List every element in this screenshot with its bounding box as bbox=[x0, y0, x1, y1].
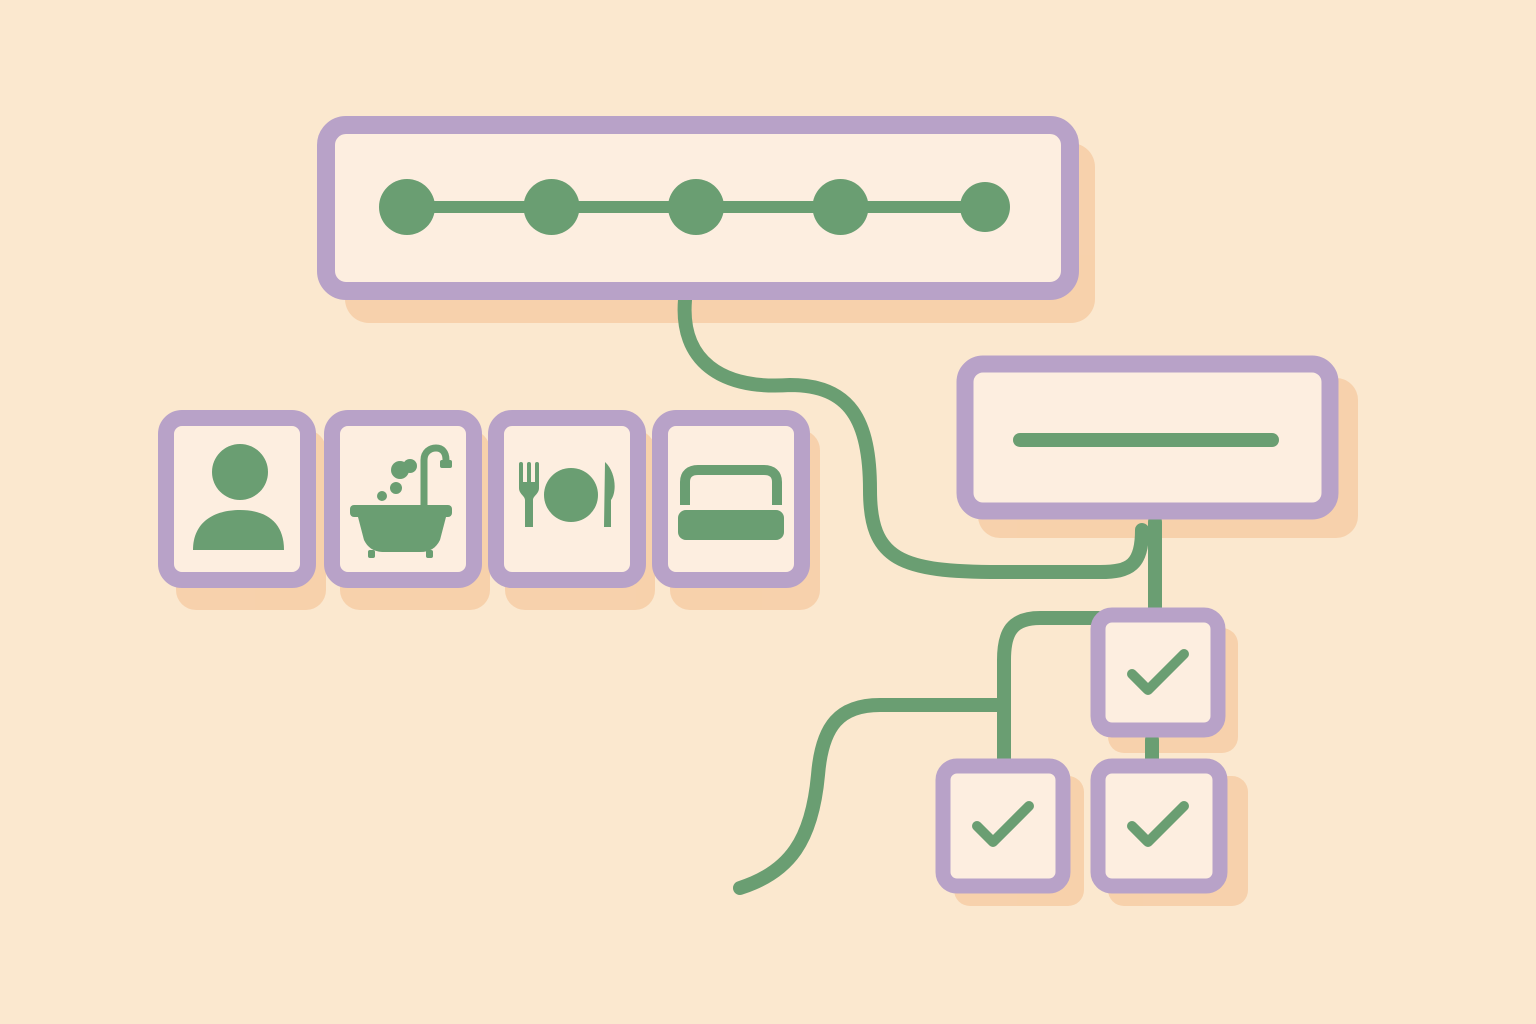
timeline-node-5 bbox=[960, 182, 1010, 232]
timeline-nodes bbox=[379, 179, 1010, 235]
person-icon bbox=[193, 444, 284, 550]
meal-icon bbox=[519, 462, 615, 527]
timeline-node-1 bbox=[379, 179, 435, 235]
summary-panel bbox=[956, 355, 1339, 520]
timeline-node-4 bbox=[812, 179, 869, 235]
check-icon-right bbox=[1127, 801, 1189, 847]
connector-timeline-to-tasks bbox=[677, 293, 1149, 579]
connectors bbox=[677, 293, 1162, 895]
care-card-bath bbox=[324, 410, 482, 588]
check-icon-top bbox=[1127, 649, 1189, 695]
check-icon-left bbox=[972, 801, 1034, 847]
bathtub-icon bbox=[350, 444, 452, 558]
bed-icon bbox=[678, 465, 784, 540]
checklist bbox=[935, 607, 1228, 894]
check-marks bbox=[972, 649, 1189, 847]
check-box-top[interactable] bbox=[1090, 607, 1226, 738]
timeline-node-2 bbox=[523, 179, 580, 235]
care-icon-row bbox=[158, 410, 810, 588]
timeline-node-3 bbox=[668, 179, 724, 235]
timeline-panel bbox=[317, 116, 1079, 300]
connector-to-check-left bbox=[997, 611, 1105, 767]
connector-tail bbox=[733, 698, 1011, 895]
